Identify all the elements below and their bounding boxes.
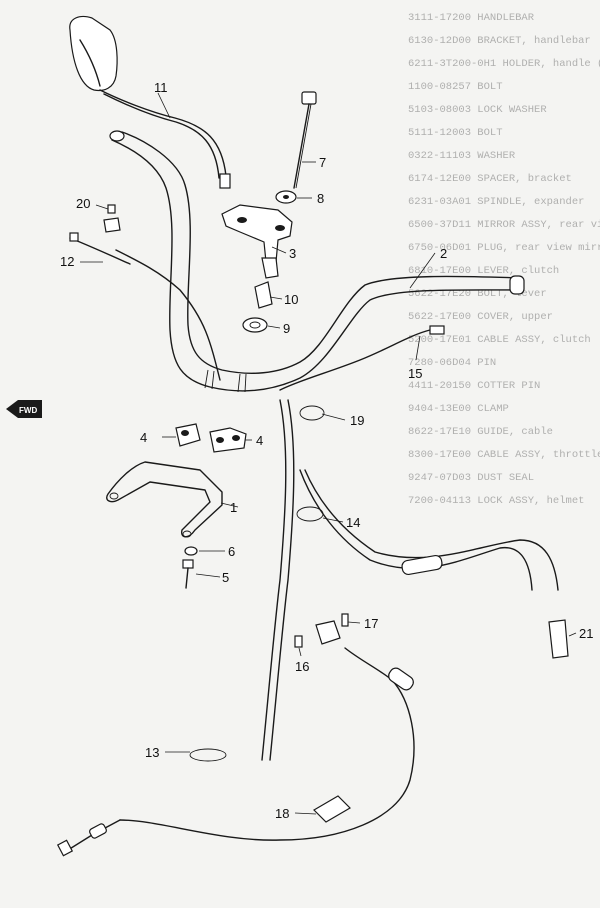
label-21: 21	[579, 626, 593, 641]
lock-washer-lower[interactable]	[184, 546, 198, 556]
label-15: 15	[408, 366, 422, 381]
cable-guide[interactable]	[313, 795, 351, 823]
ghost-line: 9247-07D03 DUST SEAL	[408, 472, 534, 484]
forward-arrow-icon: FWD	[6, 400, 42, 418]
label-10: 10	[284, 292, 298, 307]
bracket-bolt[interactable]	[182, 559, 194, 589]
clutch-cable-end[interactable]	[69, 204, 221, 381]
dust-seal[interactable]	[548, 619, 569, 659]
ghost-line: 0322-11103 WASHER	[408, 150, 516, 162]
label-14: 14	[346, 515, 360, 530]
label-9: 9	[283, 321, 290, 336]
label-7: 7	[319, 155, 326, 170]
label-18: 18	[275, 806, 289, 821]
label-13: 13	[145, 745, 159, 760]
ghost-line: 8300-17E00 CABLE ASSY, throttle	[408, 449, 600, 461]
handle-holder[interactable]	[221, 204, 293, 279]
handlebar-holder-right[interactable]	[209, 427, 247, 453]
throttle-adjuster	[401, 554, 443, 576]
label-1: 1	[230, 500, 237, 515]
label-4: 4	[256, 433, 263, 448]
label-20: 20	[76, 196, 90, 211]
holder-bolt[interactable]	[293, 91, 317, 189]
rear-view-mirror[interactable]	[69, 15, 231, 189]
clamp[interactable]	[296, 506, 324, 522]
ghost-line: 8622-17E10 GUIDE, cable	[408, 426, 553, 438]
cable-clamp[interactable]	[299, 405, 325, 421]
label-17: 17	[364, 616, 378, 631]
ghost-line: 7200-04113 LOCK ASSY, helmet	[408, 495, 584, 507]
bar-end	[109, 130, 125, 142]
label-8: 8	[317, 191, 324, 206]
label-19: 19	[350, 413, 364, 428]
label-2: 2	[440, 246, 447, 261]
ghost-line: 1100-08257 BOLT	[408, 81, 503, 93]
ghost-line: 6750-06D01 PLUG, rear view mirror	[408, 242, 600, 254]
grip-end	[509, 275, 525, 295]
label-6: 6	[228, 544, 235, 559]
ghost-line: 6500-37D11 MIRROR ASSY, rear view	[408, 219, 600, 231]
washer[interactable]	[242, 317, 268, 333]
ghost-line: 5200-17E01 CABLE ASSY, clutch	[408, 334, 591, 346]
ghost-line: 6810-17E00 LEVER, clutch	[408, 265, 559, 277]
ghost-line: 6231-03A01 SPINDLE, expander	[408, 196, 584, 208]
ghost-line: 3111-17200 HANDLEBAR	[408, 12, 535, 24]
mirror-stem-nut	[219, 173, 231, 189]
label-4: 4	[140, 430, 147, 445]
ghost-line: 6211-3T200-0H1 HOLDER, handle (Black)	[408, 58, 600, 70]
ghost-line: 5103-08003 LOCK WASHER	[408, 104, 547, 116]
ghost-line: 5622-17E00 COVER, upper	[408, 311, 553, 323]
spacer[interactable]	[254, 281, 273, 309]
label-16: 16	[295, 659, 309, 674]
cable-clip[interactable]	[189, 748, 227, 762]
bleed-through-text: 3111-17200 HANDLEBAR 6130-12D00 BRACKET,…	[408, 12, 600, 507]
ghost-line: 4411-20150 COTTER PIN	[408, 380, 540, 392]
ghost-line: 7280-06D04 PIN	[408, 357, 496, 369]
label-3: 3	[289, 246, 296, 261]
ghost-line: 6174-12E00 SPACER, bracket	[408, 173, 572, 185]
label-12: 12	[60, 254, 74, 269]
handlebar[interactable]	[109, 130, 525, 393]
helmet-lock-clamp[interactable]	[294, 613, 349, 648]
ghost-line: 6130-12D00 BRACKET, handlebar	[408, 35, 591, 47]
fwd-label: FWD	[19, 406, 37, 415]
ghost-line: 9404-13E00 CLAMP	[408, 403, 509, 415]
handlebar-bracket[interactable]	[106, 461, 223, 538]
callout-labels: 1 2 3 4 4 5 6 7 8 9 10 11 12 13 14 15 16…	[60, 80, 593, 821]
label-5: 5	[222, 570, 229, 585]
ghost-line: 5111-12003 BOLT	[408, 127, 503, 139]
label-11: 11	[154, 80, 168, 95]
helmet-lock-cable[interactable]	[56, 647, 416, 857]
leader-lines	[80, 92, 577, 815]
cable-bundle	[261, 325, 559, 761]
handlebar-holder-left[interactable]	[175, 423, 201, 447]
